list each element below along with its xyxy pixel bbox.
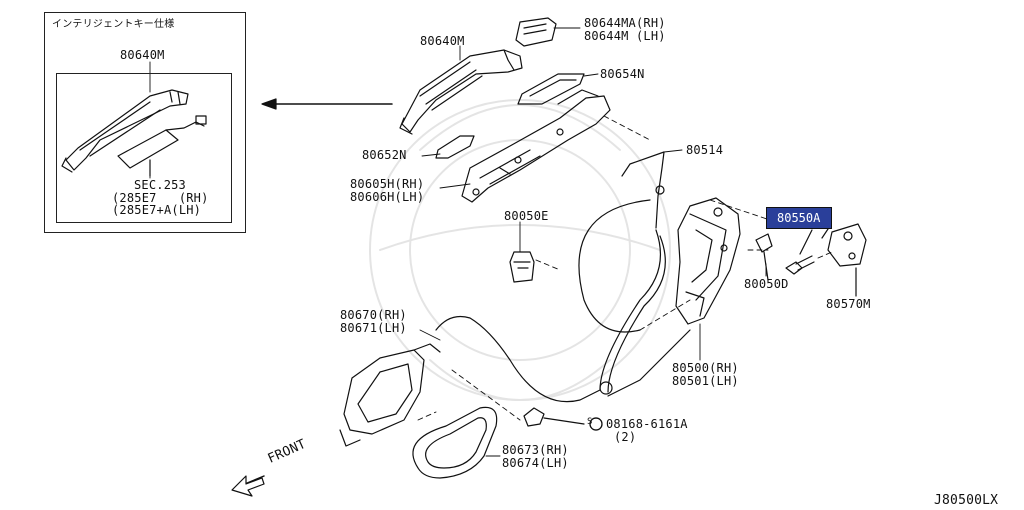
lock-actuator-drawing [675,197,741,325]
outer-handle-drawing [399,49,523,135]
small-gasket-drawing [435,135,475,159]
arrow-to-inset [261,98,393,110]
grommet-drawing [755,233,773,281]
label-80644MA[interactable]: 80644MA(RH) [584,16,666,30]
handle-bracket-drawing [461,89,611,203]
cable-drawing [435,185,691,403]
gasket-drawing [517,73,585,105]
label-80654N[interactable]: 80654N [600,67,645,81]
label-80550A[interactable]: 80550A [777,211,821,225]
end-cap-drawing [515,17,557,47]
label-80671[interactable]: 80671(LH) [340,321,407,335]
leader-lines [149,27,767,457]
inset-sec-line3: (285E7+A(LH) [112,203,202,217]
label-80605H[interactable]: 80605H(RH) [350,177,425,191]
striker-drawing [827,223,867,297]
label-80500[interactable]: 80500(RH) [672,361,739,375]
diagram-code: J80500LX [934,493,999,508]
inset-inner-frame [56,73,232,223]
escutcheon-drawing [412,406,498,479]
label-80644M[interactable]: 80644M (LH) [584,29,666,43]
inner-handle-drawing [339,343,441,447]
label-80670[interactable]: 80670(RH) [340,308,407,322]
label-80673[interactable]: 80673(RH) [502,443,569,457]
label-80514[interactable]: 80514 [686,143,724,157]
standard-part-icon [589,417,603,431]
label-80674[interactable]: 80674(LH) [502,456,569,470]
rod-drawing [621,151,665,229]
s-symbol-icon: S [587,417,593,427]
label-80640M[interactable]: 80640M [420,34,465,48]
label-80652N[interactable]: 80652N [362,148,407,162]
screw-drawing [785,225,831,275]
label-80606H[interactable]: 80606H(LH) [350,190,425,204]
dashed-leaders [417,115,833,421]
inset-handle-drawing [61,89,207,177]
label-08168-qty: (2) [614,430,637,444]
inset-frame [44,12,246,233]
label-80501[interactable]: 80501(LH) [672,374,739,388]
clip-drawing [509,251,535,283]
inset-sec-line1: SEC.253 [134,178,186,192]
front-arrow-icon [231,475,265,497]
label-08168[interactable]: 08168-6161A [606,417,688,431]
highlighted-part-80550A[interactable]: 80550A [766,207,832,229]
inset-title: インテリジェントキー仕様 [52,19,175,30]
inset-part-label: 80640M [120,48,165,62]
label-80050D[interactable]: 80050D [744,277,789,291]
label-80570M[interactable]: 80570M [826,297,871,311]
inset-sec-line2: (285E7 (RH) [112,191,209,205]
label-80050E[interactable]: 80050E [504,209,549,223]
